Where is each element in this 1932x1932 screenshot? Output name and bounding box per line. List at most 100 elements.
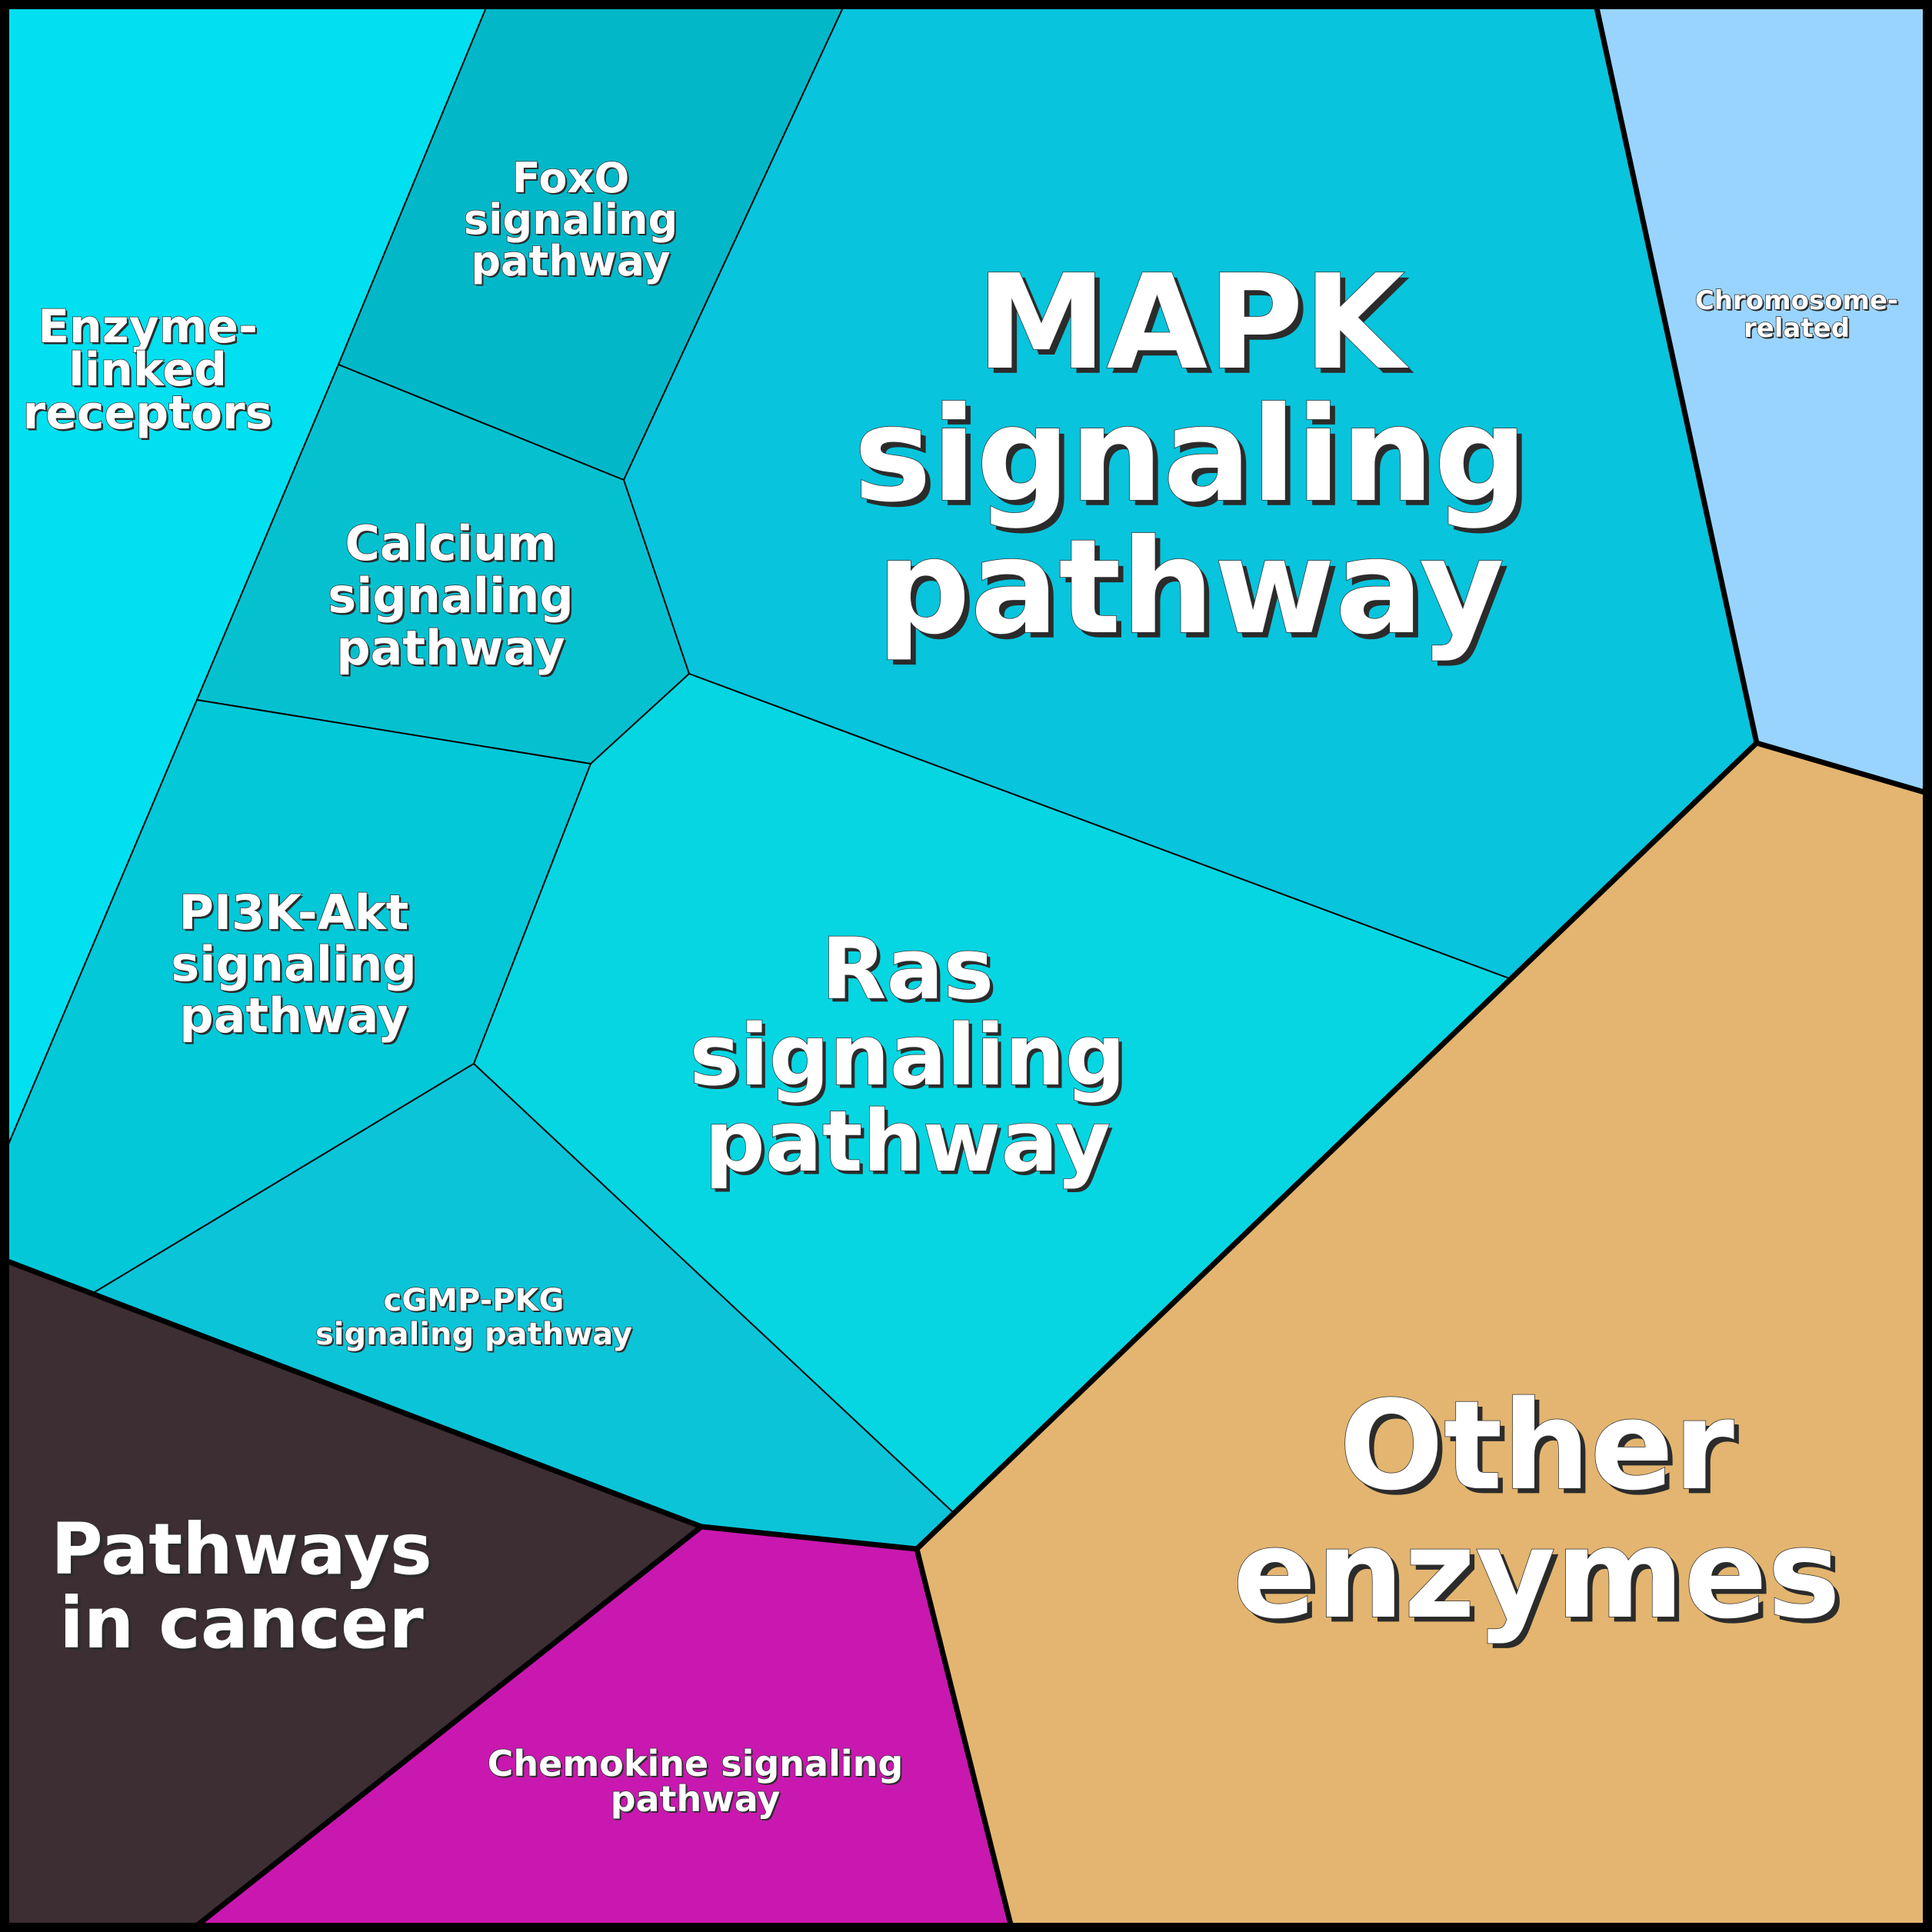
group-border xyxy=(5,1258,705,1530)
label-shadow: Ras xyxy=(824,923,997,1021)
label-line: receptors xyxy=(23,386,273,440)
inner-border xyxy=(688,673,1510,979)
cell-chromosome-related xyxy=(1597,8,1924,792)
cell-ras xyxy=(474,674,1509,1513)
label-shadow: MAPK xyxy=(981,252,1414,405)
inner-border xyxy=(590,673,690,764)
label-line: Ras xyxy=(821,920,994,1018)
inner-border xyxy=(338,364,625,481)
label-pi3k-akt: PI3K-AktPI3K-Aktsignalingsignalingpathwa… xyxy=(170,884,418,1045)
cell-pi3k-akt xyxy=(8,700,591,1294)
label-shadow: pathway xyxy=(708,1095,1114,1194)
inner-border xyxy=(7,699,198,1147)
cell-foxo xyxy=(338,8,843,480)
label-line: pathway xyxy=(877,511,1504,664)
label-line: related xyxy=(1744,313,1850,344)
label-line: signaling xyxy=(328,568,574,624)
label-shadow: pathway xyxy=(473,238,672,287)
label-line: pathway xyxy=(336,620,565,676)
label-shadow: signaling xyxy=(330,569,576,625)
label-line: Chemokine signaling xyxy=(488,1743,904,1784)
label-line: signaling xyxy=(854,379,1527,531)
inner-borders xyxy=(7,7,1510,1514)
cell-cgmp-pkg xyxy=(91,1064,954,1549)
label-line: cGMP-PKG xyxy=(384,1283,565,1318)
label-line: Chromosome- xyxy=(1695,285,1898,316)
label-shadow: Calcium xyxy=(347,517,558,573)
inner-border xyxy=(338,7,487,365)
cell-mapk xyxy=(624,8,1757,978)
inner-border xyxy=(623,479,690,675)
inner-border xyxy=(196,699,591,764)
label-shadow: enzymes xyxy=(1237,1507,1845,1651)
label-shadow: in cancer xyxy=(62,1585,427,1667)
label-shadow: cGMP-PKG xyxy=(385,1284,566,1320)
label-line: Pathways xyxy=(51,1508,432,1591)
inner-border xyxy=(90,1063,475,1295)
label-shadow: Chemokine signaling xyxy=(489,1744,905,1786)
label-enzyme-linked-receptors: Enzyme-Enzyme-linkedlinkedreceptorsrecep… xyxy=(22,299,275,441)
cell-pathways-in-cancer xyxy=(8,1261,701,1924)
label-line: linked xyxy=(68,343,227,397)
label-line: signaling xyxy=(690,1006,1126,1104)
group-border xyxy=(1594,5,1760,746)
label-shadow: receptors xyxy=(25,388,275,441)
label-line: MAPK xyxy=(976,247,1408,399)
inner-border xyxy=(196,364,339,701)
label-shadow: pathway xyxy=(882,517,1510,669)
group-borders xyxy=(5,5,1927,1927)
inner-border xyxy=(473,763,591,1064)
label-shadow: signaling pathway xyxy=(317,1318,634,1354)
label-shadow: signaling xyxy=(693,1009,1129,1108)
group-border xyxy=(698,1524,920,1552)
label-shadow: FoxO xyxy=(514,155,631,204)
cells-layer xyxy=(8,8,1924,1924)
label-line: pathway xyxy=(705,1092,1111,1191)
label-line: pathway xyxy=(611,1778,781,1820)
label-line: Other xyxy=(1339,1374,1734,1517)
label-shadow: PI3K-Akt xyxy=(181,886,411,942)
label-line: Enzyme- xyxy=(38,300,258,354)
label-shadow: signaling xyxy=(859,385,1533,537)
label-shadow: pathway xyxy=(182,989,411,1045)
label-shadow: Pathways xyxy=(54,1511,435,1594)
inner-border xyxy=(623,7,844,481)
label-line: PI3K-Akt xyxy=(179,884,409,941)
label-shadow: linked xyxy=(71,345,229,398)
cell-enzyme-linked-receptors xyxy=(8,8,486,1146)
label-shadow: Enzyme- xyxy=(39,301,259,355)
label-shadow: related xyxy=(1745,315,1851,345)
group-border xyxy=(1754,740,1927,795)
label-shadow: pathway xyxy=(612,1780,782,1821)
group-border xyxy=(914,1546,1014,1927)
label-line: signaling xyxy=(464,195,678,244)
label-line: in cancer xyxy=(59,1582,424,1664)
label-line: FoxO xyxy=(512,154,630,202)
label-shadow: signaling xyxy=(465,197,679,245)
cell-calcium xyxy=(197,365,689,764)
label-line: signaling xyxy=(171,936,417,992)
cell-other-enzymes xyxy=(917,743,1924,1924)
label-shadow: pathway xyxy=(338,621,568,678)
label-calcium: CalciumCalciumsignalingsignalingpathwayp… xyxy=(327,515,576,678)
group-border xyxy=(914,740,1760,1552)
group-border xyxy=(195,1524,705,1927)
labels-layer: Enzyme-Enzyme-linkedlinkedreceptorsrecep… xyxy=(22,153,1900,1821)
inner-border xyxy=(473,1063,954,1514)
label-line: enzymes xyxy=(1233,1502,1840,1646)
label-shadow: Other xyxy=(1344,1378,1739,1522)
label-line: signaling pathway xyxy=(315,1317,632,1352)
label-shadow: Chromosome- xyxy=(1697,287,1900,318)
cell-chemokine xyxy=(198,1527,1011,1924)
label-line: Calcium xyxy=(345,515,556,571)
